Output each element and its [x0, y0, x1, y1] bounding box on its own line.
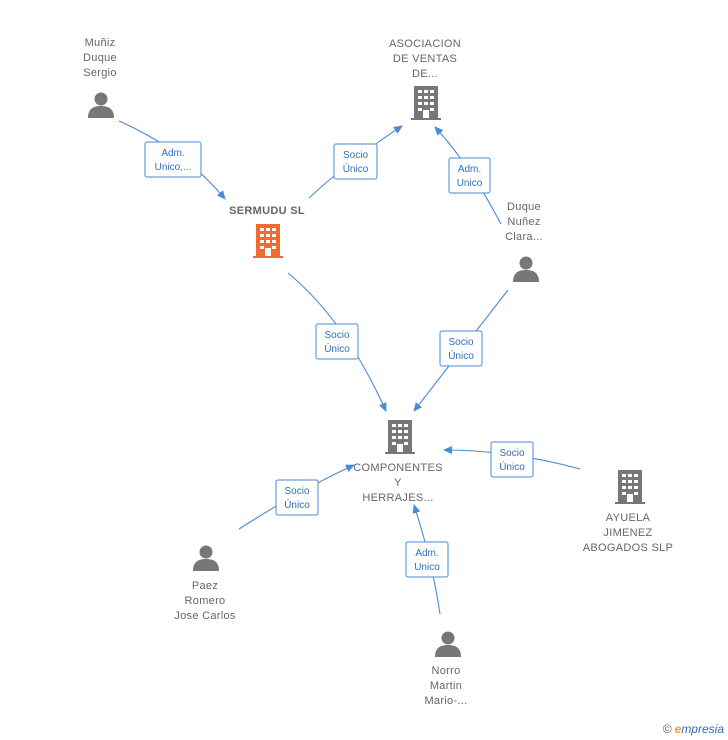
- svg-text:Nuñez: Nuñez: [507, 216, 540, 228]
- svg-text:Mario-...: Mario-...: [424, 695, 467, 707]
- svg-text:Martin: Martin: [430, 680, 462, 692]
- svg-text:Unico: Unico: [414, 562, 440, 573]
- svg-text:Jose Carlos: Jose Carlos: [174, 610, 236, 622]
- edge-label-paez-componentes[interactable]: Socio Único: [275, 479, 319, 516]
- svg-text:Unico: Unico: [457, 178, 483, 189]
- building-icon: [615, 470, 645, 504]
- svg-text:Y: Y: [394, 477, 402, 489]
- person-icon: [513, 256, 539, 282]
- edge-label-duque-asociacion[interactable]: Adm. Unico: [448, 157, 491, 194]
- svg-text:Único: Único: [448, 349, 474, 362]
- svg-text:Unico,...: Unico,...: [155, 162, 192, 173]
- svg-text:ABOGADOS SLP: ABOGADOS SLP: [583, 542, 673, 554]
- svg-text:JIMENEZ: JIMENEZ: [603, 527, 652, 539]
- svg-text:Romero: Romero: [185, 595, 226, 607]
- person-icon: [435, 631, 461, 657]
- svg-text:Socio: Socio: [448, 337, 473, 348]
- brand-logo[interactable]: ©empresia: [663, 722, 724, 736]
- svg-text:Duque: Duque: [83, 52, 117, 64]
- svg-text:Clara...: Clara...: [505, 231, 543, 243]
- svg-text:Adm.: Adm.: [458, 164, 481, 175]
- node-asociacion[interactable]: ASOCIACION DE VENTAS DE...: [389, 38, 461, 120]
- svg-text:Único: Único: [343, 162, 369, 175]
- svg-text:SERMUDU SL: SERMUDU SL: [229, 205, 305, 217]
- svg-text:ASOCIACION: ASOCIACION: [389, 38, 461, 50]
- svg-text:Único: Único: [324, 342, 350, 355]
- svg-text:Norro: Norro: [431, 665, 460, 677]
- node-componentes[interactable]: COMPONENTES Y HERRAJES...: [353, 420, 442, 504]
- node-ayuela[interactable]: AYUELA JIMENEZ ABOGADOS SLP: [583, 470, 673, 554]
- svg-text:Único: Único: [499, 460, 525, 473]
- brand-name: mpresia: [681, 722, 724, 736]
- svg-text:Duque: Duque: [507, 201, 541, 213]
- svg-text:Sergio: Sergio: [83, 67, 117, 79]
- svg-text:Socio: Socio: [284, 486, 309, 497]
- svg-text:AYUELA: AYUELA: [606, 512, 651, 524]
- node-norro[interactable]: Norro Martin Mario-...: [424, 631, 467, 708]
- svg-text:Socio: Socio: [343, 150, 368, 161]
- edge-label-ayuela-componentes[interactable]: Socio Único: [490, 441, 534, 478]
- svg-text:Socio: Socio: [324, 330, 349, 341]
- building-icon: [385, 420, 415, 454]
- svg-text:DE VENTAS: DE VENTAS: [393, 53, 457, 65]
- brand-initial: e: [674, 722, 682, 736]
- node-duque[interactable]: Duque Nuñez Clara...: [505, 201, 543, 282]
- node-sermudu[interactable]: SERMUDU SL: [229, 205, 305, 258]
- node-paez[interactable]: Paez Romero Jose Carlos: [174, 545, 236, 623]
- svg-text:COMPONENTES: COMPONENTES: [353, 462, 442, 474]
- building-icon: [411, 86, 441, 120]
- node-munoz[interactable]: Muñiz Duque Sergio: [83, 37, 117, 118]
- person-icon: [193, 545, 219, 571]
- svg-text:Socio: Socio: [499, 448, 524, 459]
- edge-label-sermudu-asociacion[interactable]: Socio Único: [333, 143, 378, 180]
- edge-label-munoz-sermudu[interactable]: Adm. Unico,...: [144, 141, 202, 178]
- svg-text:Paez: Paez: [192, 580, 218, 592]
- edge-label-sermudu-componentes[interactable]: Socio Único: [315, 323, 359, 360]
- svg-text:Adm.: Adm.: [161, 148, 184, 159]
- svg-text:Adm.: Adm.: [415, 548, 438, 559]
- svg-text:Muñiz: Muñiz: [85, 37, 116, 49]
- edge-label-norro-componentes[interactable]: Adm. Unico: [405, 541, 449, 578]
- svg-text:HERRAJES...: HERRAJES...: [362, 492, 433, 504]
- building-icon-main: [253, 224, 283, 258]
- edges: [118, 120, 581, 615]
- svg-text:DE...: DE...: [412, 68, 438, 80]
- person-icon: [88, 92, 114, 118]
- copyright-symbol: ©: [662, 722, 672, 736]
- edge-label-duque-componentes[interactable]: Socio Único: [439, 330, 483, 367]
- svg-text:Único: Único: [284, 498, 310, 511]
